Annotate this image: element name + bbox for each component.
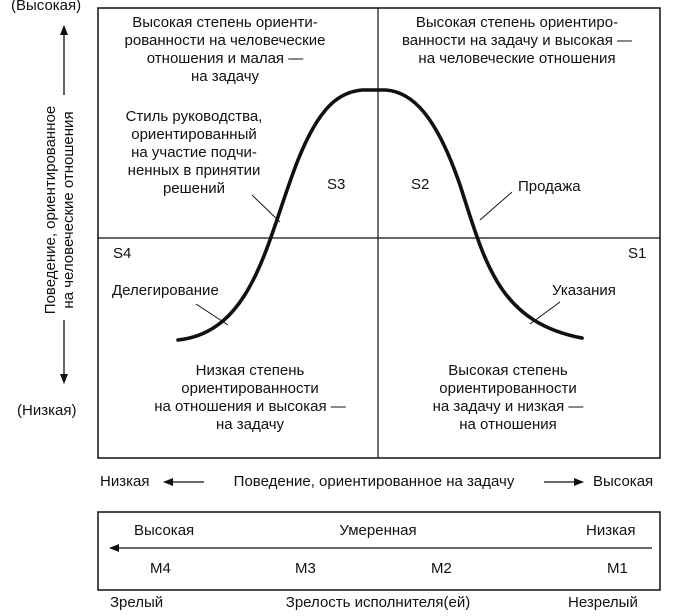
maturity-title: Зрелость исполнителя(ей) bbox=[285, 594, 471, 611]
y-axis-high-label: (Высокая) bbox=[11, 0, 82, 14]
participation-leader-line bbox=[251, 194, 281, 223]
x-axis-high-label: Высокая bbox=[593, 473, 654, 490]
selling-label: Продажа bbox=[518, 178, 581, 195]
maturity-level-m3: M3 bbox=[295, 560, 316, 577]
delegating-label: Делегирование bbox=[112, 282, 219, 299]
telling-leader-line bbox=[529, 301, 561, 325]
quadrant-bottom-right-text: Высокая степень ориентированности на зад… bbox=[432, 362, 584, 433]
y-axis-title-line1: Поведение, ориентированное bbox=[42, 105, 59, 315]
style-s4-label: S4 bbox=[113, 245, 132, 262]
y-axis-low-label: (Низкая) bbox=[17, 402, 77, 419]
telling-label: Указания bbox=[552, 282, 616, 299]
style-s2-label: S2 bbox=[411, 176, 430, 193]
quadrant-bottom-left-text: Низкая степень ориентированности на отно… bbox=[154, 362, 346, 433]
maturity-mature-label: Зрелый bbox=[110, 594, 164, 611]
maturity-low-label: Низкая bbox=[586, 522, 636, 539]
quadrant-top-left-text: Высокая степень ориенти- рованности на ч… bbox=[124, 14, 326, 85]
x-axis-title: Поведение, ориентированное на задачу bbox=[233, 473, 515, 490]
style-s1-label: S1 bbox=[628, 245, 647, 262]
maturity-level-m1: M1 bbox=[607, 560, 628, 577]
maturity-level-m2: M2 bbox=[431, 560, 452, 577]
quadrant-frame bbox=[97, 7, 661, 459]
leadership-style-curve bbox=[176, 88, 584, 342]
maturity-immature-label: Незрелый bbox=[568, 594, 638, 611]
y-axis-title: Поведение, ориентированное на человеческ… bbox=[42, 100, 78, 320]
x-axis-low-label: Низкая bbox=[100, 473, 150, 490]
maturity-high-label: Высокая bbox=[134, 522, 195, 539]
maturity-moderate-label: Умеренная bbox=[339, 522, 417, 539]
style-s3-label: S3 bbox=[327, 176, 346, 193]
maturity-box bbox=[97, 511, 661, 591]
quadrant-top-right-text: Высокая степень ориентиро- ванности на з… bbox=[401, 14, 633, 67]
participation-style-note: Стиль руководства, ориентированный на уч… bbox=[125, 108, 263, 197]
delegating-leader-line bbox=[195, 303, 229, 326]
y-axis-title-line2: на человеческие отношения bbox=[60, 111, 77, 309]
selling-leader-line bbox=[479, 191, 513, 221]
maturity-level-m4: M4 bbox=[150, 560, 171, 577]
